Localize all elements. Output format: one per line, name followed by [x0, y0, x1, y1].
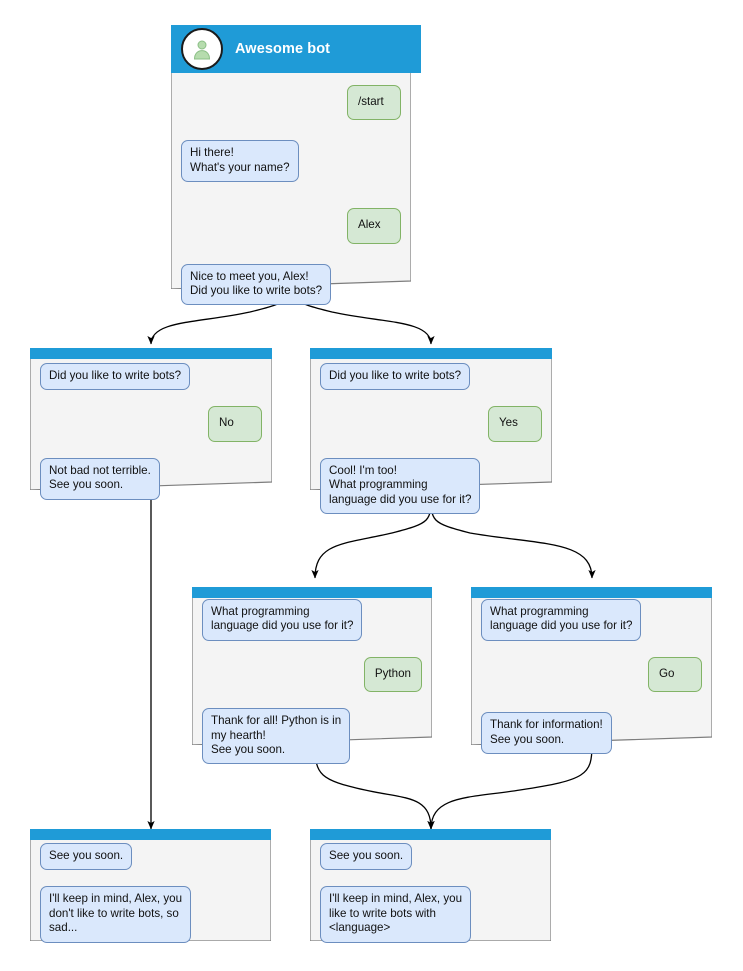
- message-list-answer-no: Did you like to write bots? No Not bad n…: [30, 363, 272, 500]
- card-start[interactable]: Awesome bot /start Hi there! What's your…: [171, 25, 421, 306]
- bot-bubble-ask-language: What programming language did you use fo…: [481, 599, 642, 641]
- message-row: Go: [481, 656, 702, 693]
- message-list-end-yes: See you soon. I'll keep in mind, Alex, y…: [310, 843, 551, 943]
- card-end-no[interactable]: See you soon. I'll keep in mind, Alex, y…: [30, 829, 271, 943]
- message-row: See you soon.: [40, 843, 261, 871]
- card-lang-go[interactable]: What programming language did you use fo…: [471, 587, 712, 755]
- bot-title: Awesome bot: [235, 41, 331, 57]
- bot-bubble-question: Did you like to write bots?: [40, 363, 191, 391]
- message-row: Did you like to write bots?: [320, 363, 542, 391]
- message-row: Alex: [181, 208, 401, 244]
- message-row: Nice to meet you, Alex! Did you like to …: [181, 263, 401, 306]
- user-bubble-answer-yes: Yes: [488, 406, 542, 442]
- card-answer-yes[interactable]: Did you like to write bots? Yes Cool! I'…: [310, 348, 552, 515]
- message-row: What programming language did you use fo…: [481, 599, 702, 641]
- card-header-answer-no: [30, 348, 272, 359]
- message-row: Thank for information! See you soon.: [481, 712, 702, 755]
- message-row: Cool! I'm too! What programming language…: [320, 457, 542, 515]
- card-header-end-yes: [310, 829, 551, 840]
- bot-bubble-see-you-soon: See you soon.: [40, 843, 133, 871]
- user-avatar-icon: [181, 28, 223, 70]
- card-header-lang-python: [192, 587, 432, 598]
- user-bubble-name: Alex: [347, 208, 401, 244]
- bot-bubble-see-you-soon: See you soon.: [320, 843, 413, 871]
- message-row: Thank for all! Python is in my hearth! S…: [202, 708, 422, 765]
- message-list-lang-python: What programming language did you use fo…: [192, 599, 432, 765]
- user-bubble-go: Go: [648, 656, 702, 693]
- message-row: I'll keep in mind, Alex, you like to wri…: [320, 886, 541, 943]
- bot-bubble-thanks-info: Thank for information! See you soon.: [481, 712, 612, 755]
- card-lang-python[interactable]: What programming language did you use fo…: [192, 587, 432, 765]
- message-list-end-no: See you soon. I'll keep in mind, Alex, y…: [30, 843, 271, 943]
- user-bubble-start-command: /start: [347, 85, 401, 121]
- user-bubble-python: Python: [363, 656, 422, 693]
- bot-bubble-keep-in-mind-no: I'll keep in mind, Alex, you don't like …: [40, 886, 192, 943]
- bot-bubble-greeting: Hi there! What's your name?: [181, 140, 299, 183]
- bot-bubble-question: Did you like to write bots?: [320, 363, 471, 391]
- bot-bubble-not-bad: Not bad not terrible. See you soon.: [40, 457, 160, 500]
- message-row: Python: [202, 656, 422, 693]
- message-list-start: /start Hi there! What's your name? Alex …: [171, 85, 411, 306]
- message-list-lang-go: What programming language did you use fo…: [471, 599, 712, 755]
- edge-go-to-end: [427, 744, 593, 830]
- message-row: I'll keep in mind, Alex, you don't like …: [40, 886, 261, 943]
- message-row: Yes: [320, 406, 542, 442]
- card-answer-no[interactable]: Did you like to write bots? No Not bad n…: [30, 348, 272, 500]
- card-header-lang-go: [471, 587, 712, 598]
- bot-bubble-ask-language: Cool! I'm too! What programming language…: [320, 457, 481, 515]
- card-end-yes[interactable]: See you soon. I'll keep in mind, Alex, y…: [310, 829, 551, 943]
- user-bubble-answer-no: No: [208, 406, 262, 442]
- message-list-answer-yes: Did you like to write bots? Yes Cool! I'…: [310, 363, 552, 515]
- message-row: /start: [181, 85, 401, 121]
- message-row: See you soon.: [320, 843, 541, 871]
- bot-bubble-ask-language: What programming language did you use fo…: [202, 599, 363, 641]
- message-row: No: [40, 406, 262, 442]
- message-row: Not bad not terrible. See you soon.: [40, 457, 262, 500]
- card-header-end-no: [30, 829, 271, 840]
- card-header-start: Awesome bot: [171, 25, 421, 73]
- card-header-answer-yes: [310, 348, 552, 359]
- bot-bubble-nice-to-meet: Nice to meet you, Alex! Did you like to …: [181, 263, 332, 306]
- message-row: What programming language did you use fo…: [202, 599, 422, 641]
- message-row: Did you like to write bots?: [40, 363, 262, 391]
- bot-bubble-keep-in-mind-yes: I'll keep in mind, Alex, you like to wri…: [320, 886, 472, 943]
- message-row: Hi there! What's your name?: [181, 140, 401, 183]
- bot-bubble-thanks-python: Thank for all! Python is in my hearth! S…: [202, 708, 351, 765]
